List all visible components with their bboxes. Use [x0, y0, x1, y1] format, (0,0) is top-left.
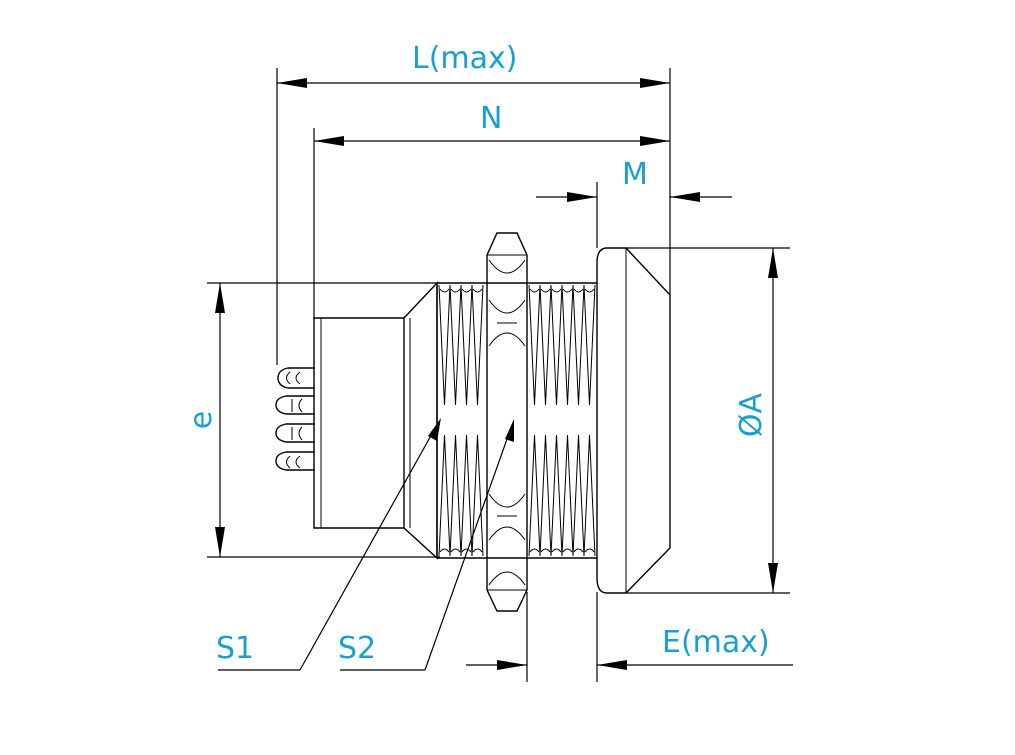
thread-tooth	[460, 434, 473, 557]
thread-crest	[540, 548, 551, 553]
rear-contacts	[275, 367, 315, 471]
thread-tooth	[438, 434, 451, 557]
leader-S2	[340, 419, 514, 671]
thread-crest	[450, 288, 461, 293]
thread-tooth	[438, 284, 451, 406]
front-flange	[596, 247, 671, 594]
thread-crest	[573, 548, 584, 553]
thread-tooth	[561, 434, 574, 557]
thread-tooth	[550, 284, 563, 406]
thread-bottom	[438, 434, 596, 557]
thread-crest	[461, 288, 472, 293]
thread-tooth	[449, 434, 462, 557]
thread-tooth	[583, 284, 596, 406]
thread-crest	[461, 548, 472, 553]
thread-tooth	[449, 284, 462, 406]
thread-tooth	[528, 434, 541, 557]
thread-crest	[584, 288, 595, 293]
thread-crest	[529, 548, 540, 553]
dimension-L	[276, 68, 671, 365]
thread-tooth	[561, 284, 574, 406]
thread-tooth	[572, 284, 585, 406]
thread-tooth	[460, 284, 473, 406]
thread-tooth	[471, 434, 484, 557]
thread-crest	[439, 548, 450, 553]
thread-tooth	[550, 434, 563, 557]
dimension-E	[466, 592, 793, 682]
dimension-A	[626, 247, 790, 594]
label-S1: S1	[216, 631, 255, 666]
label-M: M	[622, 157, 648, 192]
label-e: e	[184, 410, 220, 430]
dimension-e	[207, 282, 440, 558]
thread-crest	[540, 288, 551, 293]
thread-crest	[584, 548, 595, 553]
label-E: E(max)	[662, 625, 770, 660]
leader-S1	[218, 418, 441, 671]
thread-tooth	[528, 284, 541, 406]
thread-top	[438, 284, 596, 406]
thread-tooth	[539, 434, 552, 557]
label-L: L(max)	[412, 41, 518, 76]
thread-tooth	[572, 434, 585, 557]
thread-crest	[551, 288, 562, 293]
thread-crest	[562, 288, 573, 293]
thread-crest	[472, 288, 483, 293]
hex-nut	[486, 232, 528, 612]
dimension-N	[313, 128, 670, 318]
thread-crest	[562, 548, 573, 553]
thread-crest	[439, 288, 450, 293]
thread-crest	[450, 548, 461, 553]
label-S2: S2	[338, 631, 377, 666]
connector-body	[275, 232, 671, 612]
dimension-M	[536, 182, 732, 248]
thread-tooth	[583, 434, 596, 557]
thread-tooth	[539, 284, 552, 406]
thread-crest	[529, 288, 540, 293]
label-A: ØA	[734, 392, 770, 438]
thread-crest	[472, 548, 483, 553]
thread-crest	[551, 548, 562, 553]
label-N: N	[480, 101, 503, 136]
thread-crest	[573, 288, 584, 293]
thread-tooth	[471, 284, 484, 406]
